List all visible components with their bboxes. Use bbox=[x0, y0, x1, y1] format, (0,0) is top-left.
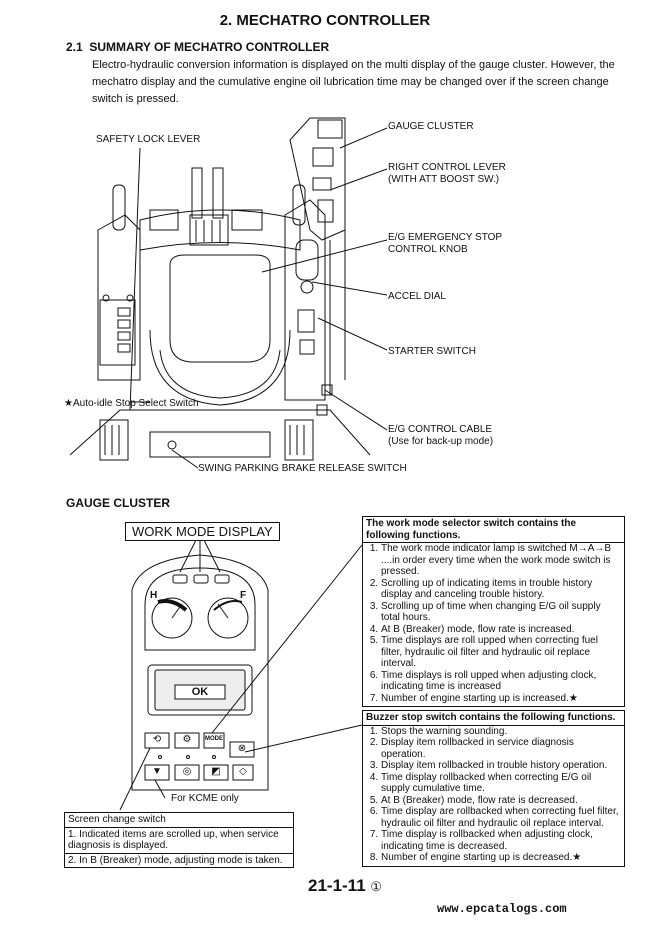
screen-change-box: Screen change switch 1. Indicated items … bbox=[64, 812, 294, 868]
label-right-control-lever-sub: (WITH ATT BOOST SW.) bbox=[388, 174, 500, 185]
label-auto-idle-switch: ★Auto-idle Stop Select Switch bbox=[64, 398, 199, 409]
list-item: Time display is rollbacked when adjustin… bbox=[381, 829, 621, 852]
buzzer-list: Stops the warning sounding. Display item… bbox=[363, 726, 624, 866]
screen-change-item-2: 2. In B (Breaker) mode, adjusting mode i… bbox=[65, 852, 293, 868]
site-url[interactable]: www.epcatalogs.com bbox=[437, 902, 567, 916]
kcme-note: For KCME only bbox=[171, 793, 239, 804]
list-item: Number of engine starting up is decrease… bbox=[381, 852, 621, 864]
label-eg-control-cable-sub: (Use for back-up mode) bbox=[388, 436, 494, 447]
work-mode-box-title: The work mode selector switch contains t… bbox=[366, 518, 577, 541]
lcd-ok-label: OK bbox=[191, 686, 209, 698]
page-number-suffix: ① bbox=[370, 879, 383, 894]
list-item: Stops the warning sounding. bbox=[381, 726, 621, 738]
list-item: Time displays is roll upped when adjusti… bbox=[381, 670, 621, 693]
screen-change-button[interactable]: ⟲ bbox=[152, 734, 162, 745]
light-button[interactable]: ◇ bbox=[239, 766, 247, 777]
page-number: 21-1-11 ① bbox=[308, 876, 382, 896]
screen-change-item-1: 1. Indicated items are scrolled up, when… bbox=[65, 826, 293, 853]
label-gauge-cluster: GAUGE CLUSTER bbox=[388, 121, 474, 132]
work-mode-box: The work mode selector switch contains t… bbox=[362, 516, 625, 707]
wiper-button-1[interactable]: ▼ bbox=[152, 766, 162, 777]
section-number: 2.1 bbox=[66, 40, 83, 54]
list-item: Display item rollbacked in service diagn… bbox=[381, 737, 621, 760]
gauge-cluster-heading: GAUGE CLUSTER bbox=[66, 496, 171, 510]
section-heading: 2.1 SUMMARY OF MECHATRO CONTROLLER bbox=[66, 40, 329, 54]
gauge-h-label: H bbox=[150, 590, 158, 601]
label-swing-parking-brake: SWING PARKING BRAKE RELEASE SWITCH bbox=[198, 463, 407, 474]
label-safety-lock-lever: SAFETY LOCK LEVER bbox=[96, 134, 201, 145]
work-mode-list: The work mode indicator lamp is switched… bbox=[363, 543, 624, 706]
list-item: Display item rollbacked in trouble histo… bbox=[381, 760, 621, 772]
label-accel-dial: ACCEL DIAL bbox=[388, 291, 446, 302]
label-eg-control-cable: E/G CONTROL CABLE bbox=[388, 424, 493, 435]
list-item: At B (Breaker) mode, flow rate is increa… bbox=[381, 624, 621, 636]
mode-button[interactable]: MODE bbox=[205, 736, 223, 742]
label-eg-emergency-stop: E/G EMERGENCY STOP bbox=[388, 232, 503, 243]
intro-paragraph: Electro-hydraulic conversion information… bbox=[92, 59, 615, 105]
work-mode-display-label: WORK MODE DISPLAY bbox=[125, 522, 280, 541]
section-title: SUMMARY OF MECHATRO CONTROLLER bbox=[89, 40, 330, 54]
list-item: Number of engine starting up is increase… bbox=[381, 693, 621, 705]
label-eg-emergency-stop-sub: CONTROL KNOB bbox=[388, 244, 468, 255]
buzzer-stop-button[interactable]: ⊗ bbox=[237, 743, 247, 754]
screen-change-title: Screen change switch bbox=[68, 814, 166, 825]
list-item: The work mode indicator lamp is switched… bbox=[381, 543, 621, 578]
list-item: Scrolling up of indicating items in trou… bbox=[381, 578, 621, 601]
label-starter-switch: STARTER SWITCH bbox=[388, 346, 476, 357]
list-item: Time display are rollbacked when correct… bbox=[381, 806, 621, 829]
work-mode-button[interactable]: ⚙ bbox=[182, 734, 192, 745]
list-item: Time display rollbacked when correcting … bbox=[381, 772, 621, 795]
list-item: Scrolling up of time when changing E/G o… bbox=[381, 601, 621, 624]
buzzer-stop-box: Buzzer stop switch contains the followin… bbox=[362, 710, 625, 867]
list-item: At B (Breaker) mode, flow rate is decrea… bbox=[381, 795, 621, 807]
washer-button[interactable]: ◎ bbox=[182, 766, 192, 777]
wiper-button-2[interactable]: ◩ bbox=[211, 766, 221, 777]
list-item: Time displays are roll upped when correc… bbox=[381, 635, 621, 670]
page-title: 2. MECHATRO CONTROLLER bbox=[219, 12, 431, 29]
gauge-f-label: F bbox=[240, 590, 247, 601]
page-number-text: 21-1-11 bbox=[308, 876, 366, 895]
buzzer-box-title: Buzzer stop switch contains the followin… bbox=[366, 712, 616, 723]
label-right-control-lever: RIGHT CONTROL LEVER bbox=[388, 162, 506, 173]
